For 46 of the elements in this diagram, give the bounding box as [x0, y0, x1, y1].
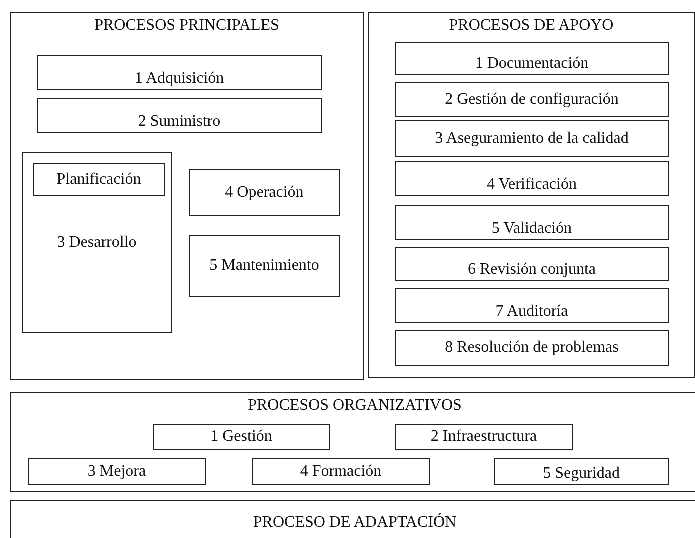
group-box: [10, 12, 364, 380]
process-box: [252, 458, 430, 485]
process-box: [189, 169, 340, 216]
process-box: [395, 330, 669, 366]
process-box: [153, 424, 330, 450]
process-label: 2 Infraestructura: [430, 428, 538, 446]
process-label: 8 Resolución de problemas: [445, 339, 619, 357]
process-label: 5 Seguridad: [543, 465, 620, 483]
group-box: [10, 392, 695, 492]
process-box: [395, 42, 669, 75]
process-label: 5 Validación: [492, 220, 572, 238]
process-box: [33, 163, 165, 196]
process-label: 4 Verificación: [487, 176, 577, 194]
process-label: 4 Operación: [225, 184, 304, 202]
group-title: PROCESOS PRINCIPALES: [94, 17, 280, 35]
process-box: [395, 247, 669, 281]
group-box: [22, 152, 172, 333]
process-label: 2 Suministro: [138, 113, 221, 131]
group-title: PROCESOS ORGANIZATIVOS: [248, 397, 462, 415]
process-box: [395, 288, 669, 323]
process-label: 5 Mantenimiento: [210, 257, 320, 275]
process-box: [37, 98, 322, 133]
process-label: Planificación: [56, 170, 142, 188]
process-label: 4 Formación: [300, 462, 382, 480]
process-label: 1 Adquisición: [134, 70, 224, 88]
process-box: [395, 82, 669, 117]
process-box: [395, 205, 669, 240]
process-box: [494, 458, 669, 485]
process-box: [28, 458, 206, 485]
process-label: 3 Aseguramiento de la calidad: [435, 130, 629, 148]
process-box: [189, 235, 340, 297]
process-box: [37, 55, 322, 90]
process-label: 2 Gestión de configuración: [445, 90, 619, 108]
process-box: [395, 120, 669, 157]
group-box: [368, 12, 695, 378]
group-title: PROCESOS DE APOYO: [449, 17, 614, 35]
group-title: 3 Desarrollo: [57, 234, 137, 252]
process-label: 6 Revisión conjunta: [468, 261, 596, 279]
process-label: PROCESO DE ADAPTACIÓN: [253, 514, 457, 532]
process-label: 3 Mejora: [88, 462, 146, 480]
process-label: 1 Documentación: [475, 55, 589, 73]
process-box: [395, 424, 573, 450]
process-label: 1 Gestión: [210, 428, 272, 446]
process-label: 7 Auditoría: [496, 303, 568, 321]
process-box: [395, 161, 669, 196]
process-box: [10, 500, 695, 538]
